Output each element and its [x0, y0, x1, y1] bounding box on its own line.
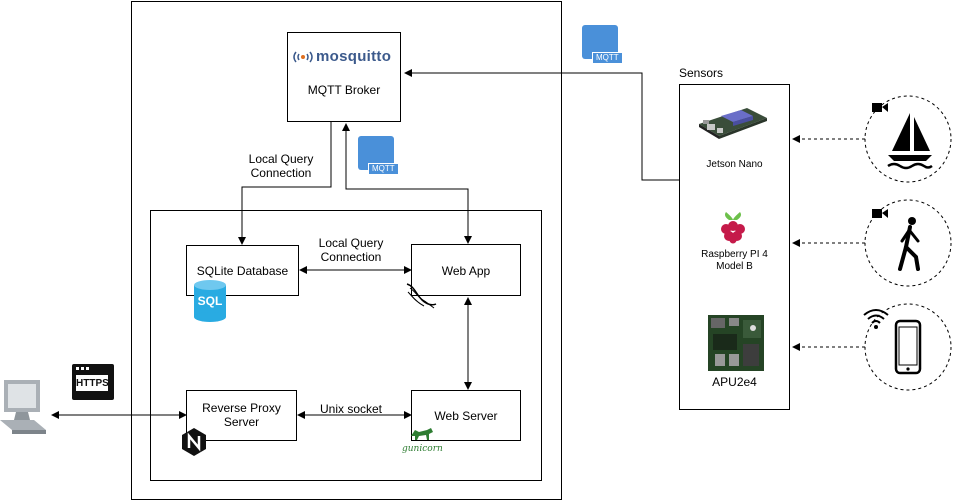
sqlite-label: SQLite Database	[196, 264, 289, 278]
web-server-label: Web Server	[434, 409, 498, 423]
mosquitto-waves-icon	[293, 51, 313, 63]
broker-db-edge-label: Local Query Connection	[248, 152, 314, 180]
sensor-label-apu: APU2e4	[712, 375, 757, 389]
mqtt-broker-node: mosquitto MQTT Broker	[287, 32, 401, 122]
https-icon: HTTPS	[72, 364, 114, 400]
proxy-webserver-edge-label: Unix socket	[319, 402, 383, 416]
broker-label: MQTT Broker	[307, 83, 381, 97]
flask-icon	[404, 280, 438, 310]
sqlite-database-node: SQLite Database	[186, 245, 299, 296]
gunicorn-icon: gunicorn	[400, 426, 444, 460]
mqtt-icon-top: MQTT	[582, 25, 623, 64]
jetson-nano-image	[697, 102, 769, 140]
apu2e4-board-image	[707, 314, 765, 372]
boat-camera-device	[864, 95, 952, 183]
sql-database-icon: SQL	[194, 280, 226, 322]
sensor-label-jetson: Jetson Nano	[706, 159, 763, 170]
sensors-title: Sensors	[679, 66, 724, 80]
reverse-proxy-node: Reverse Proxy Server	[186, 390, 297, 441]
nginx-icon	[181, 428, 207, 456]
webapp-label: Web App	[441, 264, 491, 278]
phone-wifi-device	[863, 303, 952, 391]
broker-webapp-arrow	[342, 123, 472, 244]
client-computer-icon	[0, 378, 46, 440]
web-app-node: Web App	[411, 244, 521, 296]
db-webapp-edge-label: Local Query Connection	[318, 236, 384, 264]
broker-to-db-arrow	[238, 121, 332, 245]
sensors-to-broker-arrow	[404, 69, 679, 181]
reverse-proxy-label: Reverse Proxy Server	[202, 401, 281, 429]
person-camera-device	[864, 199, 952, 287]
mosquitto-logo: mosquitto	[292, 48, 396, 67]
mqtt-icon-middle: MQTT	[358, 136, 399, 175]
sensor-label-raspberry: Raspberry PI 4 Model B	[701, 249, 768, 272]
mosquitto-logo-text: mosquitto	[316, 48, 392, 65]
raspberry-pi-icon	[719, 210, 747, 244]
